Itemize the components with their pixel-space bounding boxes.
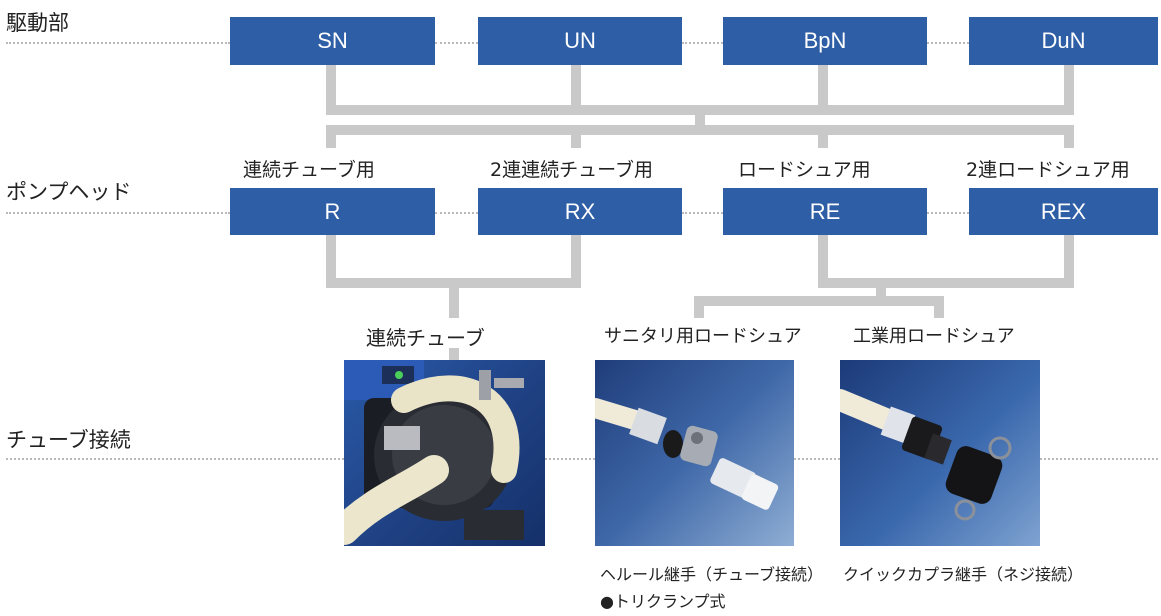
dotted-line — [6, 212, 230, 214]
sanitary-fitting-photo — [595, 360, 794, 546]
connector-line — [326, 125, 336, 148]
fitting-note: ●トリクランプ式 — [600, 592, 726, 611]
dotted-line — [6, 458, 344, 460]
head-box-rx: RX — [478, 188, 682, 235]
row-label-pumphead: ポンプヘッド — [6, 180, 132, 204]
connector-line — [449, 278, 459, 318]
head-caption: 連続チューブ用 — [243, 159, 375, 181]
drive-box-sn: SN — [230, 17, 435, 65]
connector-line — [695, 105, 705, 135]
fitting-note: ヘルール継手（チューブ接続） — [600, 565, 824, 584]
fitting-note: クイックカプラ継手（ネジ接続） — [843, 565, 1084, 584]
connector-line — [571, 125, 581, 148]
connector-line — [876, 278, 886, 300]
head-box-r: R — [230, 188, 435, 235]
connector-line — [326, 125, 1074, 135]
head-caption: ロードシュア用 — [738, 159, 871, 181]
dotted-line — [927, 212, 969, 214]
head-code: R — [324, 198, 341, 224]
connector-line — [326, 235, 336, 285]
dotted-line — [6, 42, 230, 44]
row-label-drive: 駆動部 — [6, 11, 69, 35]
dotted-line — [545, 458, 595, 460]
head-box-rex: REX — [969, 188, 1158, 235]
drive-label: SN — [317, 28, 348, 53]
connector-line — [818, 235, 828, 285]
connector-line — [818, 125, 828, 148]
connector-line — [449, 348, 459, 362]
dotted-line — [435, 42, 478, 44]
connector-line — [934, 296, 944, 318]
connector-line — [694, 296, 704, 318]
head-caption: 2連ロードシュア用 — [966, 159, 1130, 181]
connector-line — [1064, 125, 1074, 148]
drive-label: DuN — [1041, 28, 1086, 53]
drive-box-un: UN — [478, 17, 682, 65]
connector-line — [1064, 65, 1074, 115]
dotted-line — [682, 212, 723, 214]
industrial-coupler-photo — [840, 360, 1040, 546]
dotted-line — [927, 42, 969, 44]
head-caption: 2連連続チューブ用 — [490, 159, 653, 181]
drive-box-dun: DuN — [969, 17, 1158, 65]
row-label-tube: チューブ接続 — [6, 428, 131, 452]
connection-caption: 工業用ロードシュア — [853, 326, 1015, 347]
connector-line — [694, 296, 944, 306]
connector-line — [818, 278, 1074, 288]
connector-line — [818, 65, 828, 115]
dotted-line — [682, 42, 723, 44]
dotted-line — [435, 212, 478, 214]
head-box-re: RE — [723, 188, 927, 235]
connector-line — [571, 235, 581, 285]
dotted-line — [1040, 458, 1158, 460]
connector-line — [326, 65, 336, 115]
drive-box-bpn: BpN — [723, 17, 927, 65]
dotted-line — [794, 458, 840, 460]
head-code: REX — [1040, 198, 1087, 224]
connection-caption: 連続チューブ — [366, 326, 485, 350]
drive-label: BpN — [803, 28, 847, 53]
head-code: RX — [564, 198, 596, 224]
connection-caption: サニタリ用ロードシュア — [604, 326, 802, 347]
connector-line — [1064, 235, 1074, 285]
connector-line — [571, 65, 581, 115]
head-code: RE — [809, 198, 841, 224]
drive-label: UN — [564, 28, 596, 53]
continuous-tube-pump-photo — [344, 360, 545, 546]
